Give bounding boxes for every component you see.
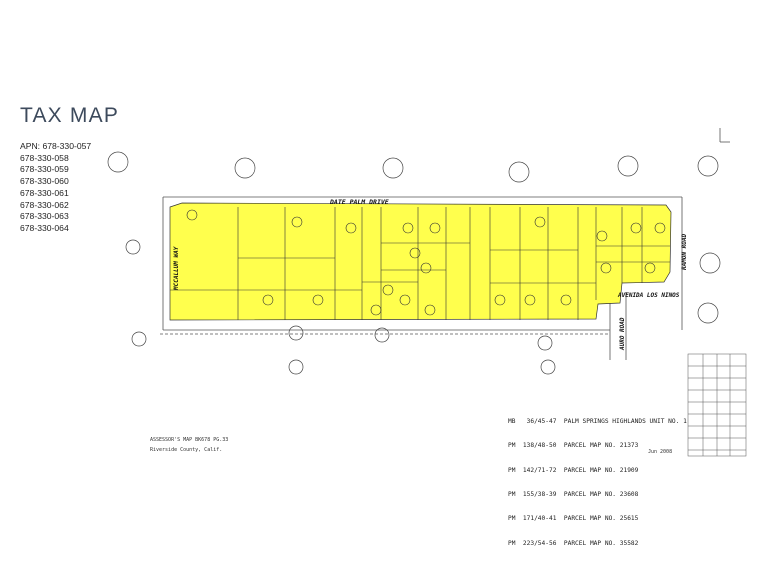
highlighted-parcels bbox=[169, 202, 672, 321]
legend-row: PM 155/38-39 PARCEL MAP NO. 23608 bbox=[508, 491, 639, 499]
apn-item: 678-330-064 bbox=[20, 222, 69, 233]
date-note: Jun 2008 bbox=[648, 449, 673, 455]
apn-item: 678-330-059 bbox=[20, 164, 69, 175]
legend-row: PM 142/71-72 PARCEL MAP NO. 21909 bbox=[508, 466, 639, 474]
street-label-ramon: RAMON ROAD bbox=[681, 233, 688, 270]
apn-list: APN: 678-330-057 678-330-058 678-330-059… bbox=[20, 141, 91, 235]
street-label-mccallum: MCCALLUM WAY bbox=[173, 246, 180, 291]
street-label-avenida: AVENIDA LOS NINOS bbox=[617, 292, 680, 299]
apn-item: 678-330-063 bbox=[20, 211, 69, 222]
apn-item: 678-330-058 bbox=[20, 152, 69, 163]
lot-index-grid bbox=[687, 353, 747, 457]
legend-row: PM 171/40-41 PARCEL MAP NO. 25615 bbox=[508, 515, 639, 523]
apn-item: APN: 678-330-057 bbox=[20, 141, 92, 151]
street-label-date-palm: DATE PALM DRIVE bbox=[329, 198, 389, 206]
street-label-auro: AURO ROAD bbox=[619, 317, 626, 351]
apn-item: 678-330-062 bbox=[20, 199, 69, 210]
county-note: Riverside County, Calif. bbox=[150, 447, 223, 453]
legend-row: PM 138/48-50 PARCEL MAP NO. 21373 bbox=[508, 442, 639, 450]
apn-item: 678-330-060 bbox=[20, 176, 69, 187]
parcel-boundary-lines bbox=[160, 196, 683, 360]
apn-item: 678-330-061 bbox=[20, 187, 69, 198]
assessor-note: ASSESSOR'S MAP BK678 PG.33 bbox=[150, 437, 229, 443]
parcel-division-lines bbox=[170, 207, 670, 320]
page-reference-markers bbox=[107, 151, 721, 375]
legend-row: MB 36/45-47 PALM SPRINGS HIGHLANDS UNIT … bbox=[508, 418, 687, 426]
page-title: TAX MAP bbox=[20, 104, 120, 127]
parcel-number-markers bbox=[186, 209, 666, 316]
legend-row: PM 223/54-56 PARCEL MAP NO. 35582 bbox=[508, 539, 639, 547]
map-legend: MB 36/45-47 PALM SPRINGS HIGHLANDS UNIT … bbox=[508, 402, 687, 556]
north-arrow-icon bbox=[719, 128, 730, 143]
